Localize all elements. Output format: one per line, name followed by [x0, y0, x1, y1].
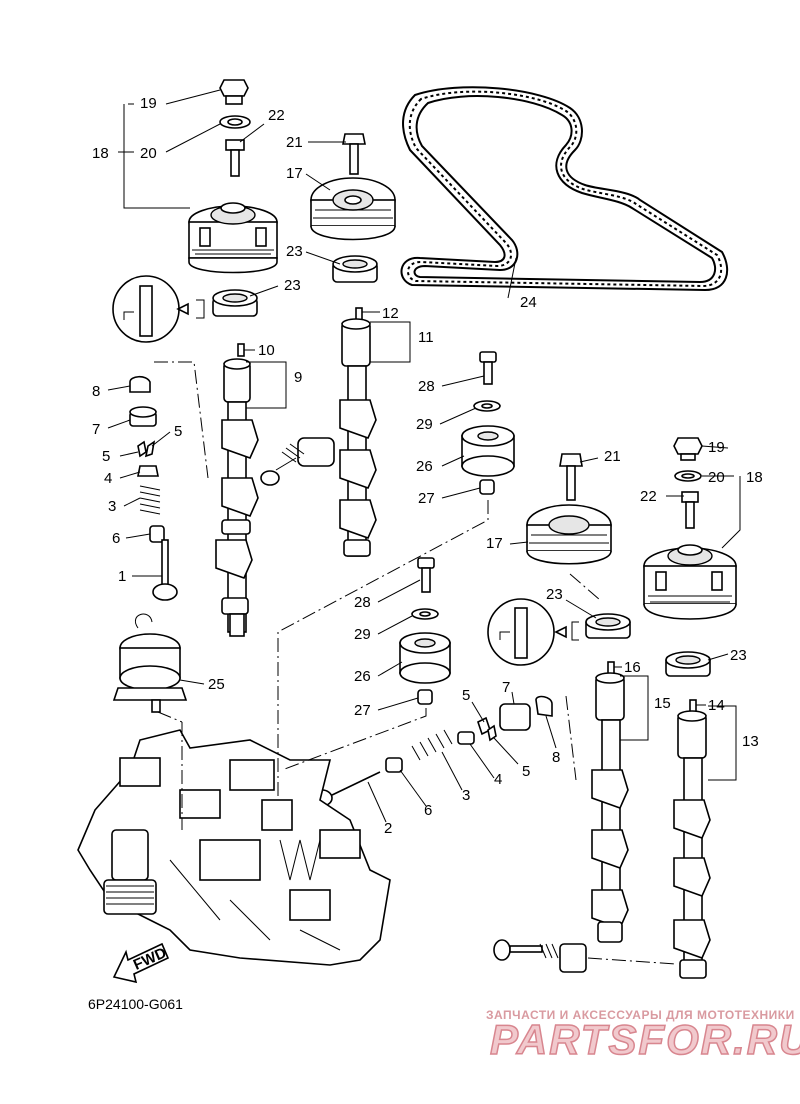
callout-20-right: 20: [708, 469, 725, 486]
callout-8-left: 8: [92, 383, 100, 400]
callout-7-mid: 7: [502, 679, 510, 696]
callout-22-left: 22: [268, 107, 285, 124]
fwd-arrow: FWD: [112, 942, 169, 984]
callout-16: 16: [624, 659, 641, 676]
diagram-code: 6P24100-G061: [88, 996, 183, 1012]
oil-seal-right-mid: [585, 613, 631, 639]
callout-9: 9: [294, 369, 302, 386]
callout-21-right: 21: [604, 448, 621, 465]
callout-labels: 19 18 20 22 23 10 9 21 17 23 12 11 8 7 5…: [92, 95, 763, 837]
cam-sprocket-top: [310, 133, 396, 241]
callout-25: 25: [208, 676, 225, 693]
callout-2: 2: [384, 820, 392, 837]
middle-camshaft: [260, 307, 377, 557]
callout-17-top: 17: [286, 165, 303, 182]
callout-19-right: 19: [708, 439, 725, 456]
callout-28-lower: 28: [354, 594, 371, 611]
right-camshaft-exhaust: [591, 661, 629, 943]
callout-15: 15: [654, 695, 671, 712]
callout-23-top: 23: [286, 243, 303, 260]
exhaust-valve-train: [311, 695, 553, 807]
intake-valve-assembly: [493, 939, 587, 973]
callout-17-right: 17: [486, 535, 503, 552]
callout-23-left: 23: [284, 277, 301, 294]
callout-4-mid: 4: [494, 771, 502, 788]
cylinder-head: [77, 729, 391, 966]
callout-26-upper: 26: [416, 458, 433, 475]
callout-29-upper: 29: [416, 416, 433, 433]
installation-lines: [154, 361, 677, 965]
callout-5-mid-b: 5: [522, 763, 530, 780]
watermark-tagline: ЗАПЧАСТИ И АКСЕССУАРЫ ДЛЯ МОТОТЕХНИКИ: [486, 1008, 795, 1022]
lifter-set-lower: [399, 557, 451, 705]
callout-21-top: 21: [286, 134, 303, 151]
callout-8-mid: 8: [552, 749, 560, 766]
left-cam-pulley-assembly: [188, 79, 278, 274]
belt-tensioner: [112, 613, 188, 713]
fwd-label: FWD: [131, 944, 169, 973]
right-cam-pulley-assembly: [643, 437, 737, 620]
watermark-brand: PARTSFOR.RU: [489, 1015, 800, 1064]
callout-11: 11: [418, 329, 434, 346]
callout-4-left: 4: [104, 470, 112, 487]
oil-seal-top: [332, 255, 378, 283]
callout-27-upper: 27: [418, 490, 435, 507]
callout-5-left-b: 5: [102, 448, 110, 465]
callout-23-right-mid: 23: [546, 586, 563, 603]
callout-5-mid-a: 5: [462, 687, 470, 704]
callout-10: 10: [258, 342, 275, 359]
callout-28-upper: 28: [418, 378, 435, 395]
callout-23-right: 23: [730, 647, 747, 664]
callout-22-right: 22: [640, 488, 657, 505]
timing-belt: [400, 86, 729, 292]
cam-sprocket-right: [526, 453, 612, 565]
right-camshaft-intake: [673, 699, 711, 979]
callout-5-left-a: 5: [174, 423, 182, 440]
callout-24: 24: [520, 294, 537, 311]
leader-lines: [107, 89, 741, 823]
callout-14: 14: [708, 697, 725, 714]
callout-1: 1: [118, 568, 126, 585]
callout-20-left: 20: [140, 145, 157, 162]
callout-18-left: 18: [92, 145, 109, 162]
callout-12: 12: [382, 305, 399, 322]
callout-6-mid: 6: [424, 802, 432, 819]
callout-29-lower: 29: [354, 626, 371, 643]
oil-seal-right: [665, 651, 711, 677]
left-valve-train: [129, 375, 178, 601]
lifter-set-upper: [461, 351, 515, 495]
callout-18-right: 18: [746, 469, 763, 486]
seal-direction-detail-right: [487, 598, 579, 666]
callout-3-left: 3: [108, 498, 116, 515]
callout-6-left: 6: [112, 530, 120, 547]
callout-19-left: 19: [140, 95, 157, 112]
callout-27-lower: 27: [354, 702, 371, 719]
left-camshaft: [215, 343, 259, 637]
seal-direction-detail-left: [112, 275, 205, 343]
callout-13: 13: [742, 733, 759, 750]
callout-3-mid: 3: [462, 787, 470, 804]
callout-7-left: 7: [92, 421, 100, 438]
oil-seal-left: [212, 289, 258, 317]
callout-26-lower: 26: [354, 668, 371, 685]
